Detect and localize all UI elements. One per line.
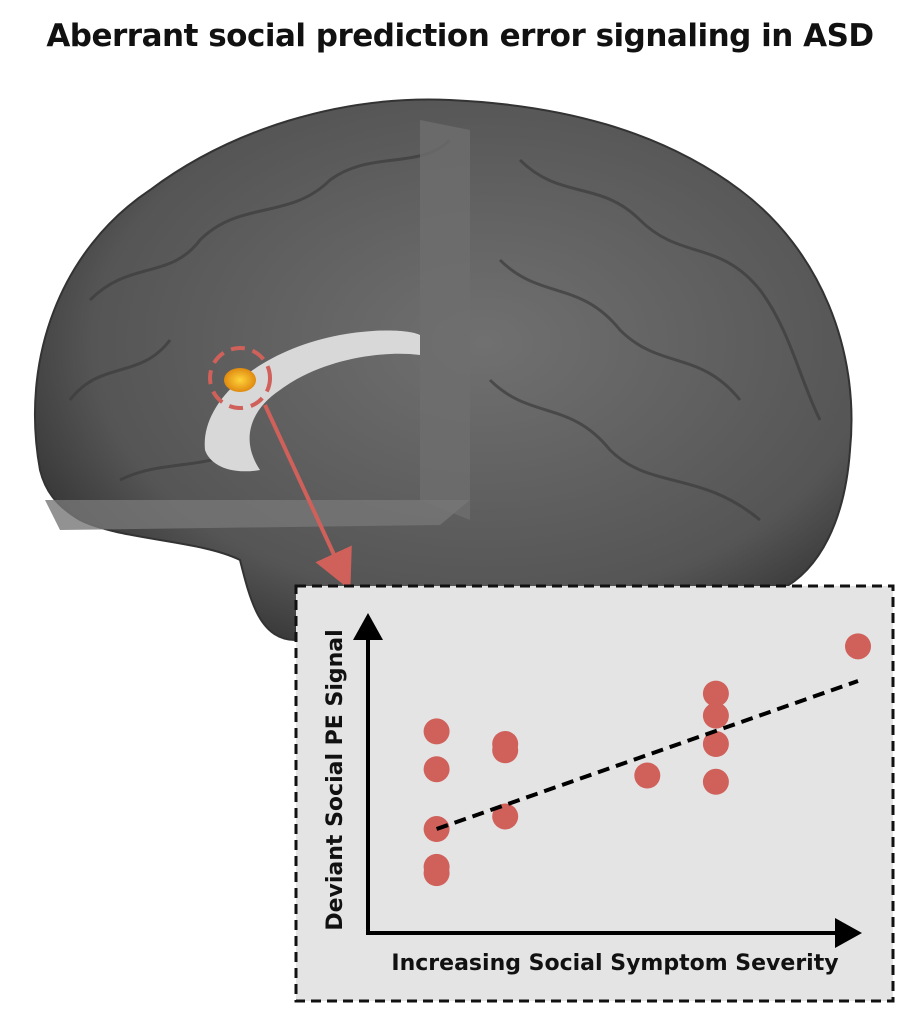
data-point (423, 860, 450, 887)
y-axis-arrowhead (353, 613, 383, 640)
gyri-pattern (68, 138, 822, 522)
data-point (634, 762, 661, 789)
pointer-arrow (263, 404, 352, 591)
coronal-slice (420, 120, 470, 520)
inset-panel (294, 584, 895, 1003)
scatter-inset: Increasing Social Symptom Severity Devia… (294, 584, 895, 1003)
data-point (702, 680, 729, 707)
region-circle (208, 346, 272, 410)
data-point (845, 633, 871, 660)
y-axis-label: Deviant Social PE Signal (323, 629, 348, 930)
x-axis-arrowhead (835, 918, 862, 948)
data-point (702, 702, 729, 729)
axial-slice (45, 500, 470, 530)
data-point (423, 718, 450, 745)
activation-highlight (224, 368, 256, 392)
data-point (702, 768, 729, 795)
corpus-callosum (204, 330, 420, 472)
data-point (492, 737, 519, 764)
brain-illustration (33, 98, 853, 642)
data-point (423, 756, 450, 783)
trend-line (435, 679, 859, 831)
data-point (702, 731, 729, 757)
data-point (492, 803, 519, 830)
x-axis-label: Increasing Social Symptom Severity (391, 951, 838, 976)
figure-title: Aberrant social prediction error signali… (46, 18, 874, 54)
